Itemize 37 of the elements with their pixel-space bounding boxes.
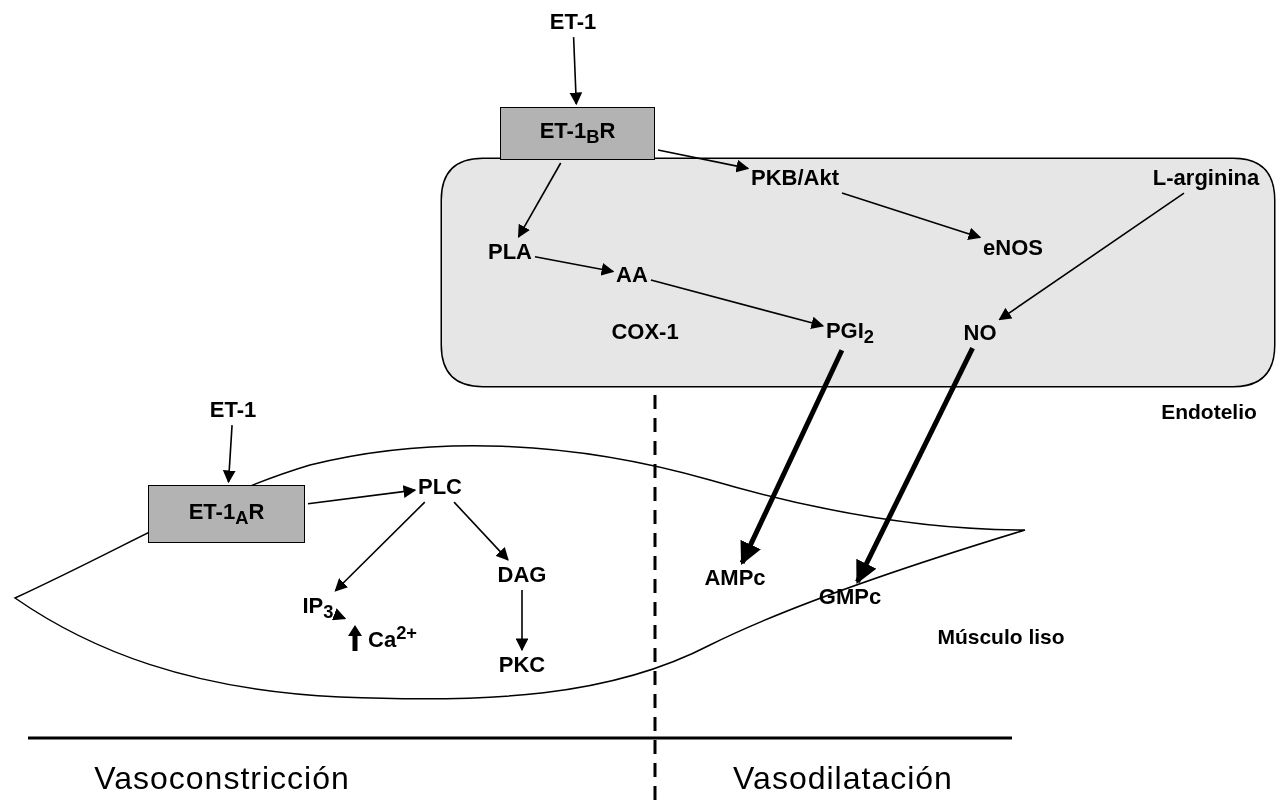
receptor-box: ET-1$_{B}$R xyxy=(500,107,655,160)
node-label: ET-1 xyxy=(209,397,257,423)
arrow xyxy=(331,608,347,621)
node-label: PKB/Akt xyxy=(751,165,839,191)
arrow xyxy=(307,485,417,505)
node-label: PGI$_{2}$ xyxy=(825,318,875,348)
arrow xyxy=(855,347,975,584)
node-label: ET-1 xyxy=(549,9,597,35)
node-label: L-arginina xyxy=(1152,165,1260,191)
arrow xyxy=(515,589,529,652)
node-label: AA xyxy=(616,262,648,288)
node-label: NO xyxy=(963,320,997,346)
node-label: eNOS xyxy=(983,235,1043,261)
arrow xyxy=(222,424,236,484)
arrow xyxy=(534,255,615,276)
node-label: Ca$^{2+}$ xyxy=(368,623,418,653)
node-label: PLA xyxy=(488,239,532,265)
arrow xyxy=(841,192,982,240)
node-label: DAG xyxy=(497,562,547,588)
caption-text: Vasodilatación xyxy=(733,759,953,797)
node-label: PKC xyxy=(498,652,546,678)
node-label: PLC xyxy=(418,474,462,500)
arrow xyxy=(650,279,825,329)
node-label: IP$_{3}$ xyxy=(302,593,334,623)
arrow xyxy=(334,501,426,592)
caption-text: Vasoconstricción xyxy=(94,759,350,797)
cell-label: Músculo liso xyxy=(937,625,1065,649)
node-label: COX-1 xyxy=(611,319,679,345)
arrow xyxy=(569,36,583,106)
arrow xyxy=(739,349,845,565)
node-label: AMPc xyxy=(704,565,766,591)
arrow xyxy=(517,162,562,238)
arrow xyxy=(657,149,750,173)
arrow xyxy=(453,501,509,561)
arrow xyxy=(998,192,1185,321)
cell-label: Endotelio xyxy=(1161,400,1257,424)
node-label: GMPc xyxy=(818,584,882,610)
